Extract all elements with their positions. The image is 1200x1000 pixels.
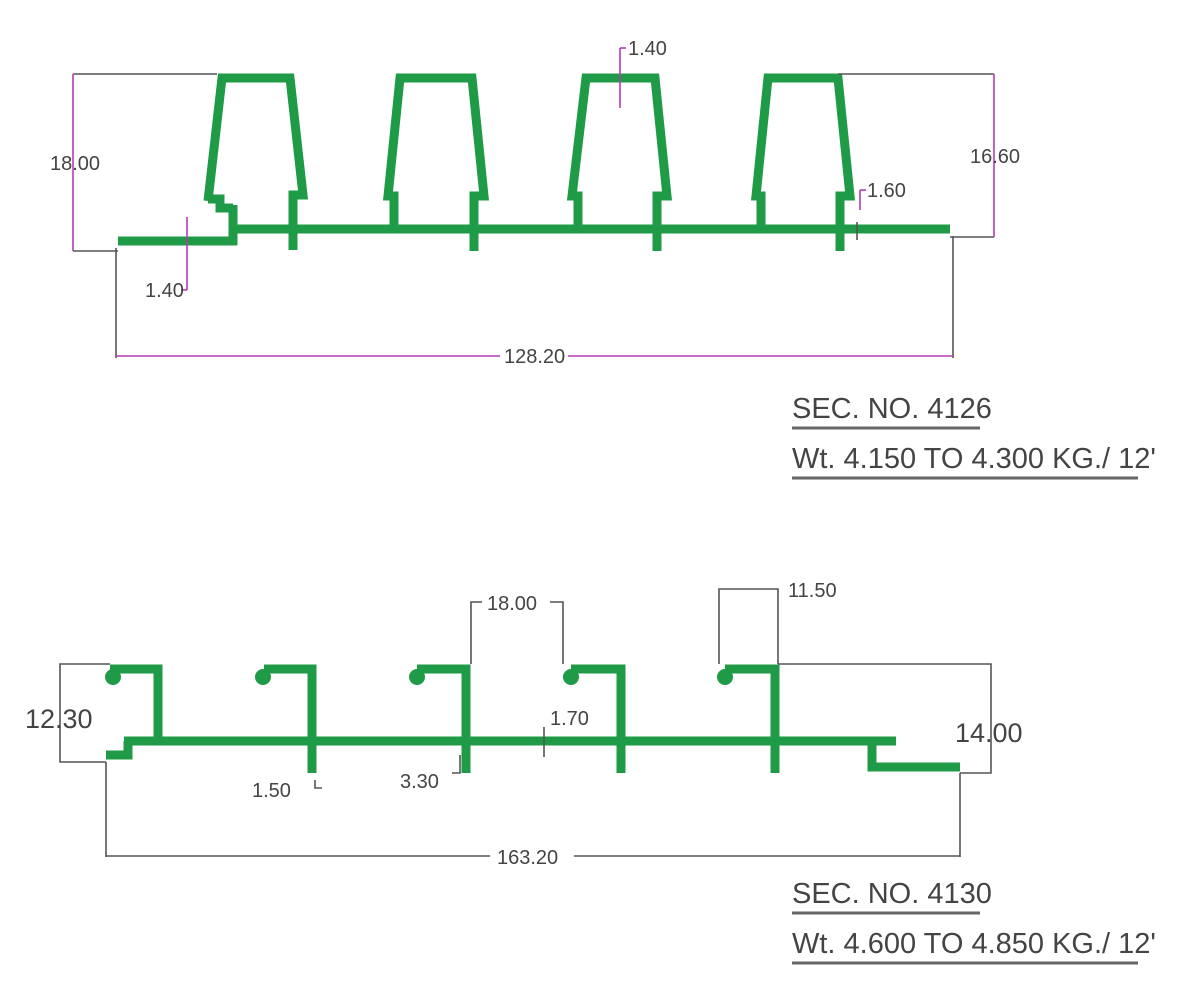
dim-base-thickness: 1.40 xyxy=(145,280,184,302)
dim-height-right: 16.60 xyxy=(970,146,1020,168)
dim-pitch: 18.00 xyxy=(487,593,537,615)
title-block-4130: SEC. NO. 4130 Wt. 4.600 TO 4.850 KG./ 12… xyxy=(792,878,1156,965)
section-4130: 12.30 14.00 18.00 11.50 1.70 1.50 3.30 xyxy=(25,580,1156,965)
dimensions-4130: 12.30 14.00 18.00 11.50 1.70 1.50 3.30 xyxy=(25,580,1023,869)
dim-leg-thickness: 1.50 xyxy=(252,780,291,802)
section-weight: Wt. 4.150 TO 4.300 KG./ 12' xyxy=(792,443,1156,475)
dim-overall-width: 163.20 xyxy=(497,847,558,869)
dim-leg-height: 3.30 xyxy=(400,771,439,793)
section-weight: Wt. 4.600 TO 4.850 KG./ 12' xyxy=(792,928,1156,960)
dim-top-thickness: 1.40 xyxy=(628,38,667,60)
dim-flange-width: 11.50 xyxy=(788,580,837,602)
dim-overall-width: 128.20 xyxy=(504,346,565,368)
section-number: SEC. NO. 4126 xyxy=(792,393,992,425)
title-block-4126: SEC. NO. 4126 Wt. 4.150 TO 4.300 KG./ 12… xyxy=(792,393,1156,480)
profile-4130 xyxy=(105,664,960,773)
dim-right-height: 14.00 xyxy=(955,718,1023,748)
dimensions-4126: 18.00 16.60 1.40 1.60 1.40 128.2 xyxy=(50,38,1020,368)
dim-rib-thickness: 1.60 xyxy=(867,180,906,202)
dim-web-thickness: 1.70 xyxy=(550,708,589,730)
profile-4126 xyxy=(118,73,950,251)
dim-left-height: 12.30 xyxy=(25,704,93,734)
dim-overall-height: 18.00 xyxy=(50,153,100,175)
section-number: SEC. NO. 4130 xyxy=(792,878,992,910)
section-4126: 18.00 16.60 1.40 1.60 1.40 128.2 xyxy=(50,38,1156,480)
